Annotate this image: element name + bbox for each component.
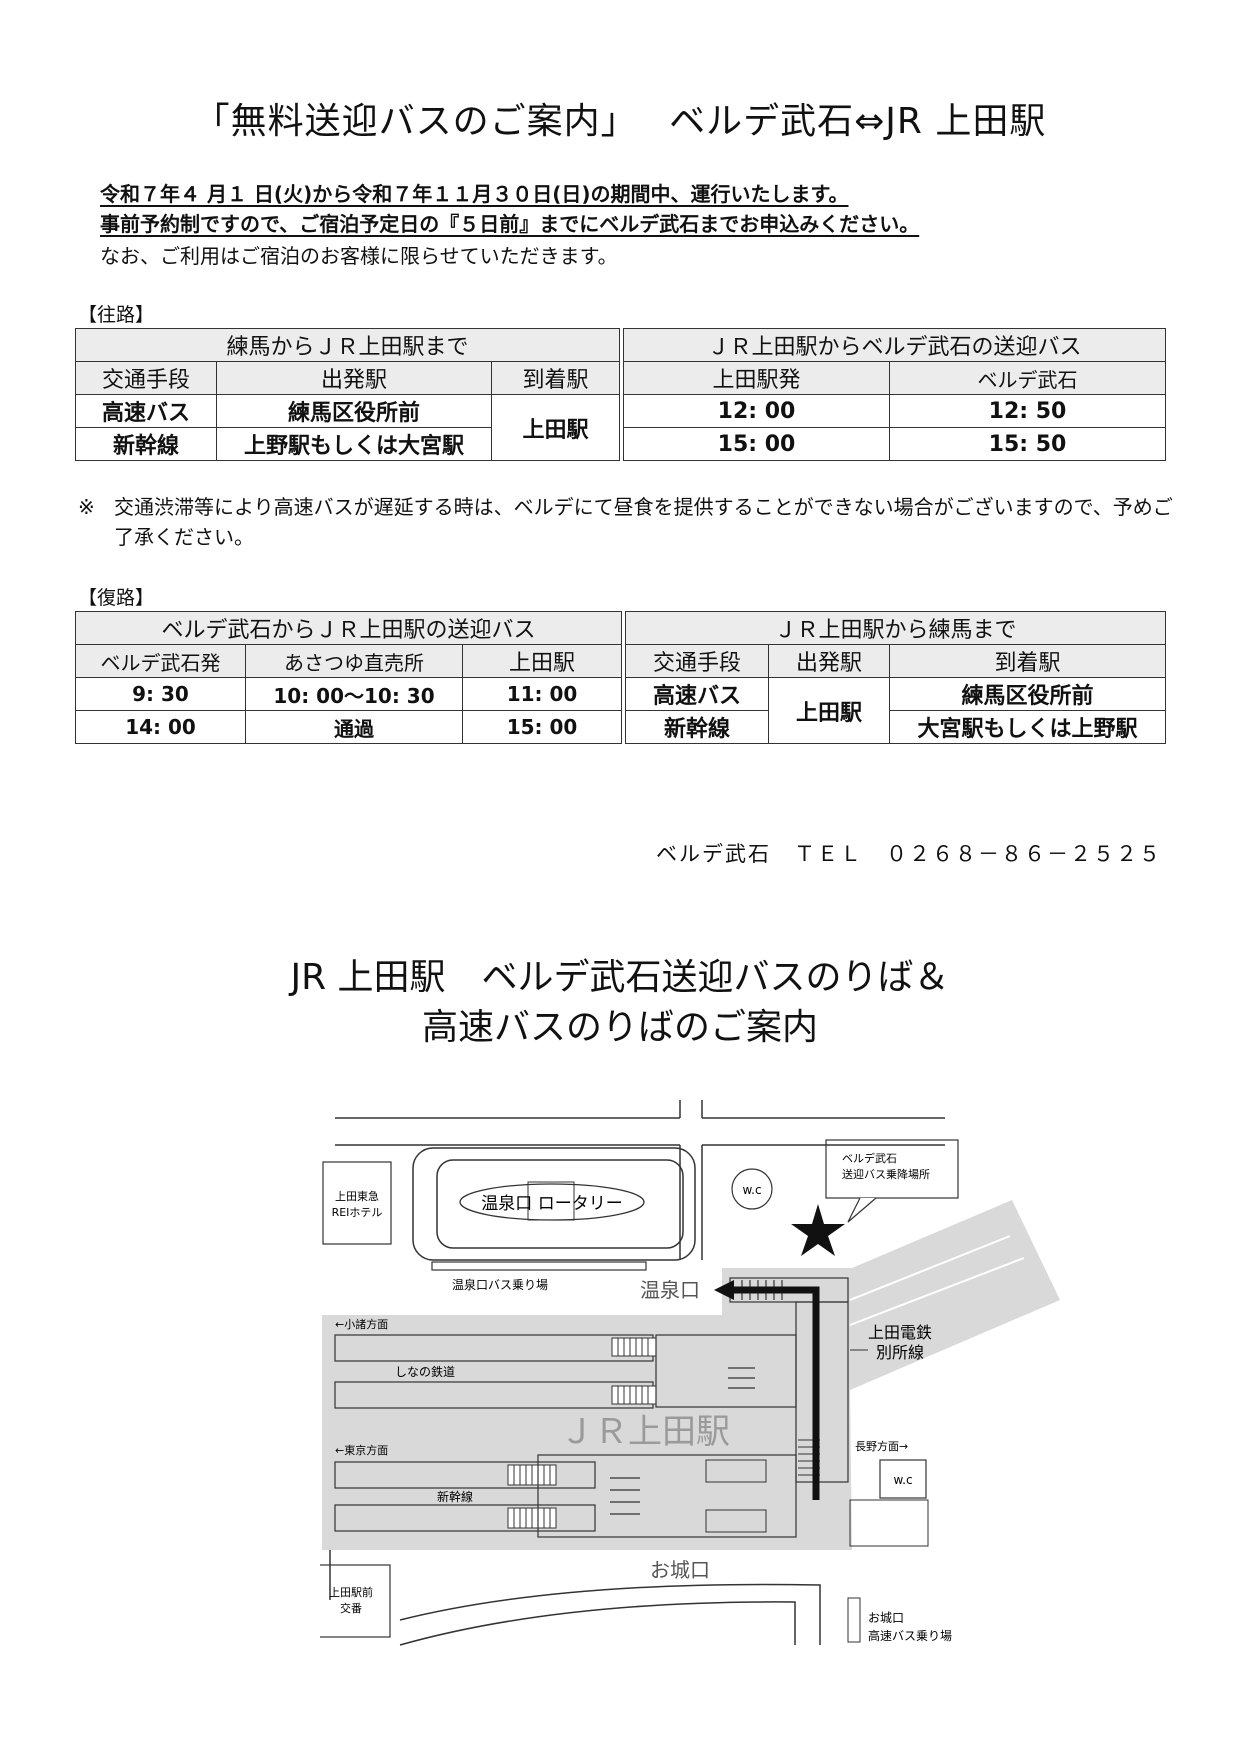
wc2-label: w.c <box>893 1473 912 1487</box>
koban-label: 交番 <box>340 1601 362 1615</box>
oshiro-bus-stop-bar <box>847 1597 861 1643</box>
col-verde-arr: ベルデ武石 <box>889 361 1167 395</box>
intro-period: 令和７年４ 月１ 日(火)から令和７年１１月３０日(日)の期間中、運行いたします… <box>100 182 849 206</box>
hotel-label: 上田東急 <box>335 1189 379 1203</box>
bessho-line <box>849 1235 1025 1326</box>
intro-restriction: なお、ご利用はご宿泊のお客様に限らせていただきます。 <box>100 244 618 268</box>
wc-icon <box>731 1168 773 1210</box>
rotary-center-box <box>527 1181 575 1221</box>
station-map: 温泉口 ロータリー 上田東急 REIホテル 温泉口バス乗り場 w.c ベルデ武石… <box>320 1100 1060 1646</box>
table-row: 新幹線 上野駅もしくは大宮駅 15: 00 15: 50 <box>75 427 1167 461</box>
callout-label: ベルデ武石 <box>842 1151 897 1165</box>
wc-label: w.c <box>742 1183 761 1197</box>
outbound-group-right: ＪＲ上田駅からベルデ武石の送迎バス <box>623 328 1167 362</box>
onsen-bus-stop-label: 温泉口バス乗り場 <box>452 1278 548 1292</box>
wc2-box <box>879 1459 927 1499</box>
col-ueda-dep: 上田駅発 <box>623 361 891 395</box>
callout-pointer <box>847 1197 877 1223</box>
col-mode: 交通手段 <box>75 361 217 395</box>
hotel-label: REIホテル <box>332 1206 383 1219</box>
oshiro-bus-label: お城口 <box>868 1611 904 1625</box>
col-asatsuyu: あさつゆ直売所 <box>245 644 463 678</box>
return-group-right: ＪＲ上田駅から練馬まで <box>625 611 1167 645</box>
nagano-label: 長野方面→ <box>855 1439 908 1453</box>
route-arrow-head-icon <box>714 1280 734 1300</box>
arrival-station: 上田駅 <box>490 394 621 461</box>
col-verde-dep: ベルデ武石発 <box>75 644 246 678</box>
shinano-label: しなの鉄道 <box>395 1364 455 1379</box>
onsen-exit-label: 温泉口 <box>640 1278 700 1302</box>
col-mode: 交通手段 <box>625 644 770 678</box>
rotary-inner <box>436 1159 684 1249</box>
platform <box>334 1504 596 1532</box>
shinkansen-label: 新幹線 <box>437 1489 473 1504</box>
return-label: 【復路】 <box>78 587 155 609</box>
outbound-label: 【往路】 <box>78 304 155 326</box>
rotary-label: 温泉口 ロータリー <box>481 1194 622 1214</box>
station-name: ＪＲ上田駅 <box>560 1412 730 1452</box>
col-to: 到着駅 <box>889 644 1167 678</box>
oshiro-exit-label: お城口 <box>650 1558 710 1582</box>
koban-label: 上田駅前 <box>329 1585 373 1599</box>
col-to: 到着駅 <box>490 361 621 395</box>
map-title-line2: 高速バスのりばのご案内 <box>421 1007 818 1048</box>
dentetsu-label: 別所線 <box>876 1343 924 1362</box>
table-row: 9: 30 10: 00～10: 30 11: 00 高速バス 上田駅 練馬区役… <box>75 677 1167 744</box>
page-title: 「無料送迎バスのご案内」 ベルデ武石⇔JR 上田駅 <box>193 101 1047 142</box>
route-arrow <box>730 1286 820 1500</box>
koban-box <box>320 1564 391 1638</box>
return-group-left: ベルデ武石からＪＲ上田駅の送迎バス <box>74 611 623 645</box>
onsen-bus-stop-bar <box>431 1261 647 1271</box>
outbound-group-left: 練馬からＪＲ上田駅まで <box>74 328 621 362</box>
col-ueda: 上田駅 <box>461 644 623 678</box>
callout-box <box>825 1139 959 1199</box>
tokyo-label: ←東京方面 <box>335 1443 388 1457</box>
table-row: 14: 00 通過 15: 00 新幹線 大宮駅もしくは上野駅 <box>75 710 1167 744</box>
komoro-label: ←小諸方面 <box>335 1317 388 1331</box>
outbound-table: 練馬からＪＲ上田駅まで ＪＲ上田駅からベルデ武石の送迎バス 交通手段 出発駅 到… <box>74 328 1167 461</box>
oshiro-bus-label: 高速バス乗り場 <box>868 1628 952 1643</box>
callout-label: 送迎バス乗降場所 <box>842 1167 930 1181</box>
map-title-line1: JR 上田駅 ベルデ武石送迎バスのりば＆ <box>290 957 950 998</box>
rotary-outer <box>412 1147 696 1261</box>
col-from: 出発駅 <box>216 361 492 395</box>
return-table: ベルデ武石からＪＲ上田駅の送迎バス ＪＲ上田駅から練馬まで ベルデ武石発 あさつ… <box>74 611 1167 744</box>
departure-station: 上田駅 <box>768 677 891 744</box>
roads-bottom <box>329 1550 821 1646</box>
col-from: 出発駅 <box>768 644 891 678</box>
platform <box>334 1461 596 1489</box>
delay-note: ※ 交通渋滞等により高速バスが遅延する時は、ベルデにて昼食を提供することができな… <box>78 495 1173 549</box>
intro-reservation: 事前予約制ですので、ご宿泊予定日の『５日前』までにベルデ武石までお申込みください… <box>100 212 920 236</box>
roads-top <box>335 1100 945 1260</box>
pickup-star-icon <box>791 1204 845 1256</box>
contact-tel: ベルデ武石 ＴＥＬ ０２６８－８６－２５２５ <box>656 842 1162 866</box>
hotel-box <box>322 1161 392 1245</box>
dentetsu-label: 上田電鉄 <box>868 1323 932 1342</box>
